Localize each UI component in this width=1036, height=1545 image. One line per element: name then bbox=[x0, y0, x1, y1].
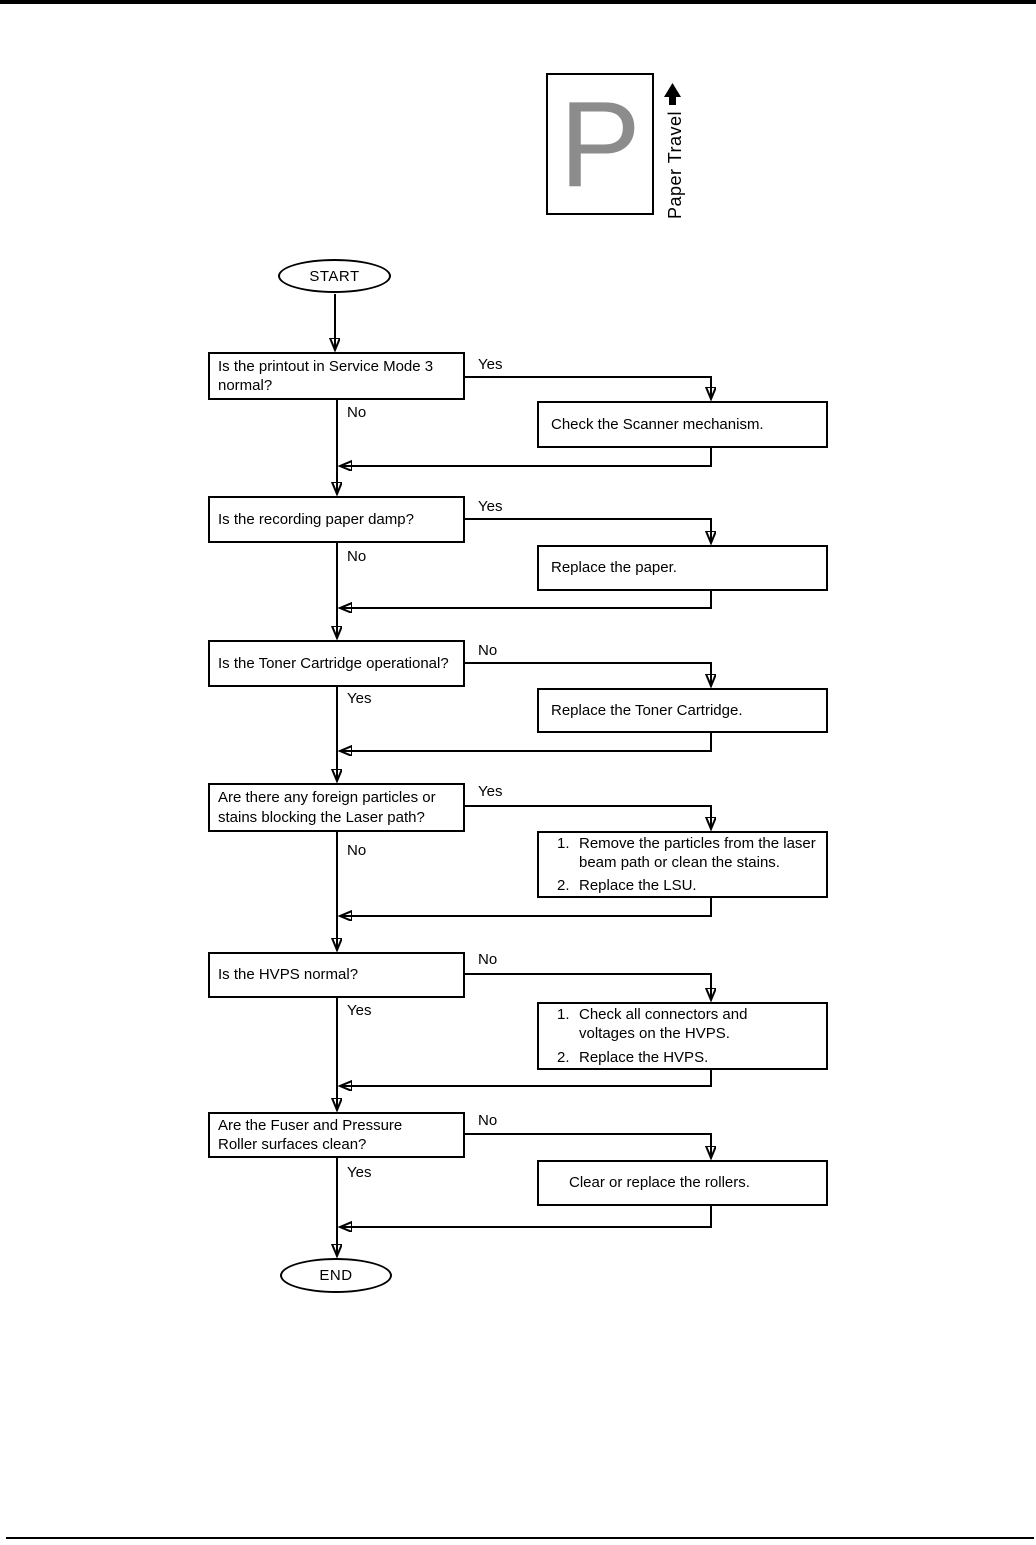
branch-label-no: No bbox=[478, 951, 498, 968]
paper-travel-up-arrow-icon bbox=[664, 83, 681, 105]
decision-text: Is the printout in Service Mode 3 normal… bbox=[218, 357, 434, 394]
paper-travel-label: Paper Travel bbox=[664, 110, 685, 219]
decision-toner-cartridge: Is the Toner Cartridge operational? bbox=[208, 640, 465, 687]
decision-printout-service-mode: Is the printout in Service Mode 3 normal… bbox=[208, 352, 465, 400]
decision-laser-path: Are there any foreign particles or stain… bbox=[208, 783, 465, 832]
page-bottom-rule bbox=[6, 1537, 1034, 1539]
action-replace-rollers: Clear or replace the rollers. bbox=[537, 1160, 828, 1206]
action-text: Check all connectors and voltages on the… bbox=[579, 1006, 748, 1043]
continue-label-no: No bbox=[347, 548, 367, 565]
action-text: Replace the LSU. bbox=[579, 877, 697, 895]
action-list-item: 1. Check all connectors and voltages on … bbox=[557, 1005, 820, 1043]
action-text: Replace the Toner Cartridge. bbox=[551, 701, 743, 719]
list-number: 2. bbox=[557, 877, 570, 895]
list-number: 1. bbox=[557, 1006, 570, 1024]
decision-text: Are the Fuser and Pressure Roller surfac… bbox=[218, 1116, 403, 1153]
branch-label-yes: Yes bbox=[478, 498, 503, 515]
action-text: Check the Scanner mechanism. bbox=[551, 415, 764, 433]
continue-label-yes: Yes bbox=[347, 1002, 372, 1019]
end-terminal: END bbox=[280, 1258, 392, 1293]
action-text: Replace the paper. bbox=[551, 559, 677, 577]
decision-fuser-rollers: Are the Fuser and Pressure Roller surfac… bbox=[208, 1112, 465, 1158]
action-text: Clear or replace the rollers. bbox=[569, 1174, 750, 1192]
continue-label-no: No bbox=[347, 842, 367, 859]
branch-label-yes: Yes bbox=[478, 783, 503, 800]
action-list-item: 2. Replace the HVPS. bbox=[557, 1048, 820, 1067]
page-top-rule bbox=[0, 0, 1036, 4]
branch-label-no: No bbox=[478, 1112, 498, 1129]
action-replace-toner: Replace the Toner Cartridge. bbox=[537, 688, 828, 733]
decision-text: Is the HVPS normal? bbox=[218, 966, 359, 984]
decision-hvps-normal: Is the HVPS normal? bbox=[208, 952, 465, 998]
continue-label-no: No bbox=[347, 404, 367, 421]
decision-text: Is the recording paper damp? bbox=[218, 510, 414, 528]
print-sample-letter: P bbox=[559, 76, 641, 212]
list-number: 2. bbox=[557, 1048, 570, 1066]
print-sample-box: P bbox=[546, 73, 654, 215]
decision-text: Are there any foreign particles or stain… bbox=[218, 789, 436, 826]
decision-text: Is the Toner Cartridge operational? bbox=[218, 654, 449, 672]
decision-paper-damp: Is the recording paper damp? bbox=[208, 496, 465, 543]
branch-label-no: No bbox=[478, 642, 498, 659]
action-list-item: 1. Remove the particles from the laser b… bbox=[557, 834, 820, 872]
action-replace-paper: Replace the paper. bbox=[537, 545, 828, 591]
action-clean-laser-path: 1. Remove the particles from the laser b… bbox=[537, 831, 828, 898]
action-text: Remove the particles from the laser beam… bbox=[579, 834, 816, 871]
continue-label-yes: Yes bbox=[347, 690, 372, 707]
continue-label-yes: Yes bbox=[347, 1164, 372, 1181]
action-list-item: 2. Replace the LSU. bbox=[557, 876, 820, 895]
branch-label-yes: Yes bbox=[478, 356, 503, 373]
action-text: Replace the HVPS. bbox=[579, 1048, 709, 1066]
action-check-hvps: 1. Check all connectors and voltages on … bbox=[537, 1002, 828, 1070]
list-number: 1. bbox=[557, 834, 570, 852]
start-terminal: START bbox=[278, 259, 391, 293]
action-check-scanner: Check the Scanner mechanism. bbox=[537, 401, 828, 448]
